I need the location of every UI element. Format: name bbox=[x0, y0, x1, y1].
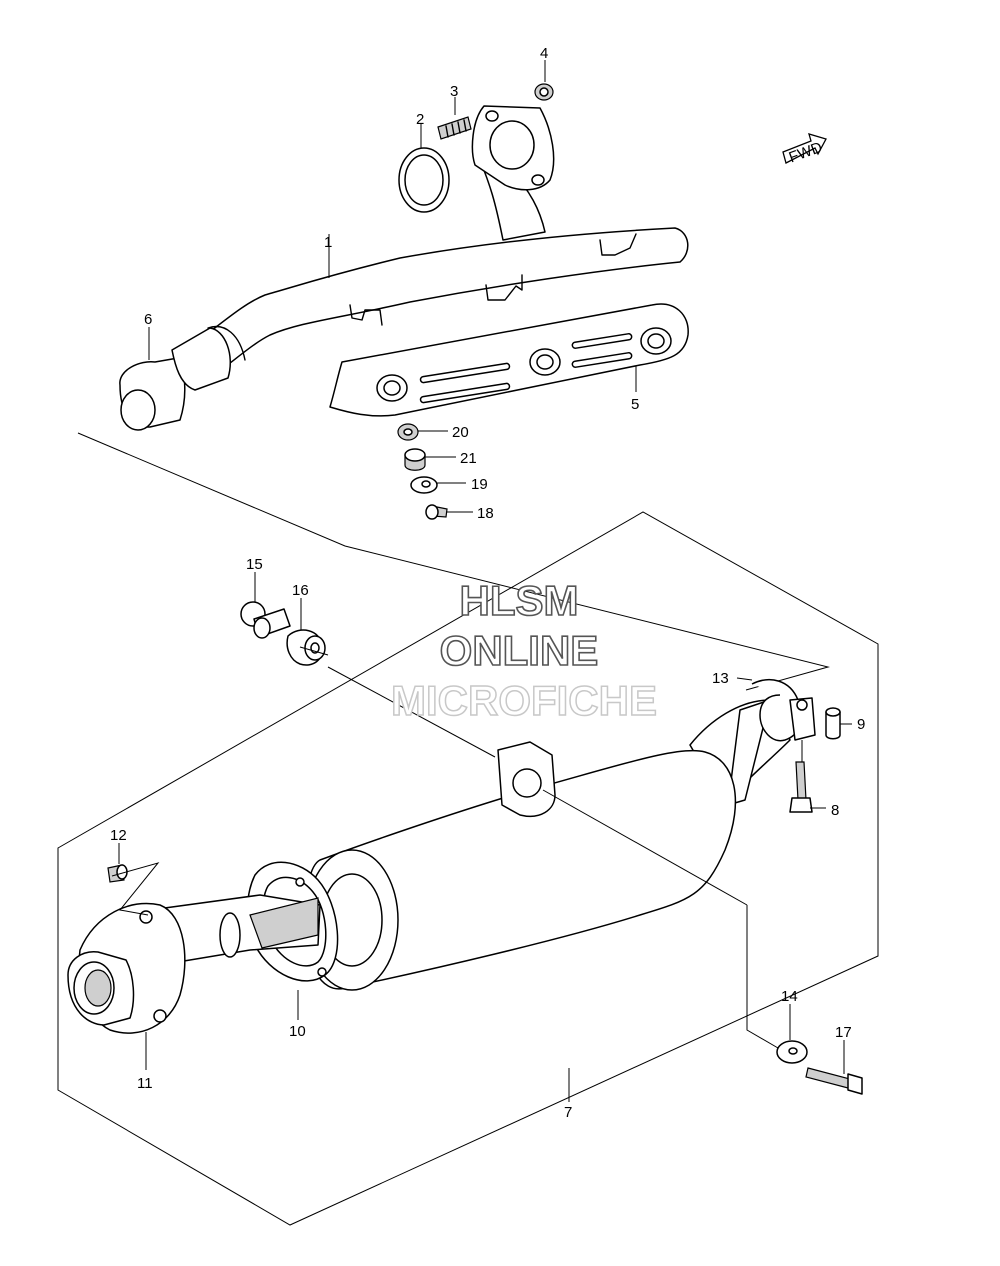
washer-part-14 bbox=[776, 1040, 808, 1064]
muffler-assembly-outline bbox=[57, 511, 879, 1226]
callout-21: 21 bbox=[460, 450, 477, 467]
grommet-part-21 bbox=[404, 448, 426, 471]
callout-3: 3 bbox=[450, 83, 458, 100]
callout-10: 10 bbox=[289, 1023, 306, 1040]
callout-labels: 1 2 3 4 5 6 7 8 9 10 11 12 13 14 15 16 1… bbox=[110, 45, 865, 1121]
nut-part-4 bbox=[534, 83, 554, 101]
callout-6: 6 bbox=[144, 311, 152, 328]
callout-1: 1 bbox=[324, 234, 332, 251]
leader-lines bbox=[111, 60, 852, 1102]
callout-19: 19 bbox=[471, 476, 488, 493]
callout-18: 18 bbox=[477, 505, 494, 522]
pipe-joint-part-6 bbox=[119, 327, 232, 431]
muffler-part-7 bbox=[304, 699, 791, 991]
callout-17: 17 bbox=[835, 1024, 852, 1041]
watermark-line-3: MICROFICHE bbox=[391, 677, 657, 724]
grommet-part-16 bbox=[286, 629, 326, 666]
callout-13: 13 bbox=[712, 670, 729, 687]
tailpipe bbox=[149, 894, 321, 966]
callout-7: 7 bbox=[564, 1104, 572, 1121]
callout-8: 8 bbox=[831, 802, 839, 819]
nut-part-9 bbox=[825, 707, 841, 740]
washer-part-20 bbox=[397, 423, 419, 441]
callout-5: 5 bbox=[631, 396, 639, 413]
heat-shield-part-5 bbox=[329, 303, 689, 417]
fwd-arrow-icon: FWD bbox=[782, 133, 827, 167]
callout-12: 12 bbox=[110, 827, 127, 844]
collar-part-15 bbox=[240, 601, 291, 639]
bolt-part-18 bbox=[425, 504, 448, 520]
bolt-part-8 bbox=[789, 761, 813, 813]
callout-20: 20 bbox=[452, 424, 469, 441]
callout-4: 4 bbox=[540, 45, 548, 62]
callout-2: 2 bbox=[416, 111, 424, 128]
clamp-part-13 bbox=[751, 679, 816, 742]
bolt-part-17 bbox=[805, 1067, 863, 1095]
washer-part-19 bbox=[410, 476, 438, 494]
screw-part-12 bbox=[107, 864, 128, 883]
stud-part-3 bbox=[437, 116, 472, 140]
watermark-line-2: ONLINE bbox=[440, 627, 599, 674]
callout-15: 15 bbox=[246, 556, 263, 573]
upper-assembly-outline bbox=[77, 432, 830, 691]
callout-14: 14 bbox=[781, 988, 798, 1005]
watermark-line-1: HLSM bbox=[460, 577, 579, 624]
exhaust-flange bbox=[471, 105, 555, 191]
callout-16: 16 bbox=[292, 582, 309, 599]
gasket-part-2 bbox=[398, 147, 450, 213]
watermark: HLSM ONLINE MICROFICHE bbox=[390, 576, 658, 725]
end-cap-part-11 bbox=[67, 902, 186, 1034]
callout-9: 9 bbox=[857, 716, 865, 733]
callout-11: 11 bbox=[137, 1075, 153, 1092]
fwd-label: FWD bbox=[787, 139, 825, 167]
